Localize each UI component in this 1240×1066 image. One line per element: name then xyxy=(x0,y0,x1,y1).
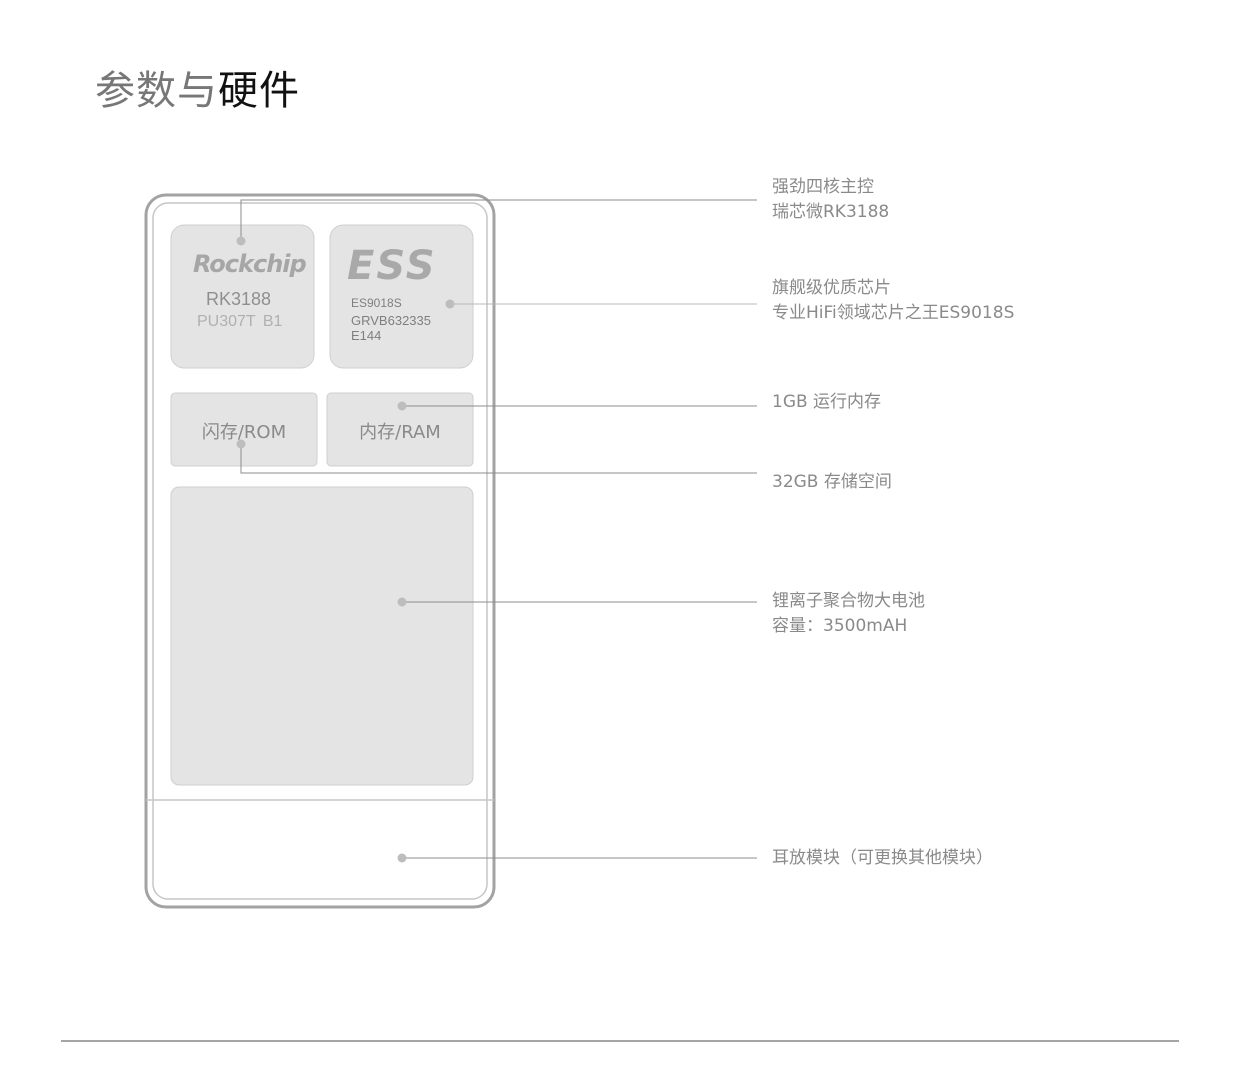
annotation-battery: 锂离子聚合物大电池 容量：3500mAH xyxy=(772,589,925,639)
leader-line-soc xyxy=(240,199,757,241)
ess-lot-code: GRVB632335 xyxy=(351,313,431,328)
ess-chip xyxy=(329,224,474,369)
device-inner-outline xyxy=(152,202,488,900)
rom-chip xyxy=(170,392,318,467)
annotation-soc-detail: 瑞芯微RK3188 xyxy=(772,202,890,222)
ess-date-code: E144 xyxy=(351,328,382,343)
title-part2: 硬件 xyxy=(218,68,300,114)
annotation-dac-detail: 专业HiFi领域芯片之王ES9018S xyxy=(772,303,1015,323)
annotation-battery-detail: 容量：3500mAH xyxy=(772,616,908,636)
dot-rom xyxy=(236,439,246,449)
annotation-soc: 强劲四核主控 瑞芯微RK3188 xyxy=(772,175,889,225)
page-title: 参数与硬件 xyxy=(95,58,300,116)
rom-label: 闪存/ROM xyxy=(201,422,287,443)
annotation-ram-title: 1GB 运行内存 xyxy=(772,392,882,412)
annotation-ram: 1GB 运行内存 xyxy=(772,390,881,415)
title-part1: 参数与 xyxy=(95,68,218,114)
annotation-amp: 耳放模块（可更换其他模块） xyxy=(772,846,993,871)
dot-dac xyxy=(445,299,455,309)
dot-ram xyxy=(397,401,407,411)
rockchip-logo: Rockchip xyxy=(193,250,307,278)
rockchip-batch: PU307T B1 xyxy=(197,313,283,330)
dot-amp xyxy=(397,853,407,863)
dot-soc xyxy=(236,236,246,246)
bottom-divider xyxy=(61,1040,1179,1042)
annotation-dac: 旗舰级优质芯片 专业HiFi领域芯片之王ES9018S xyxy=(772,276,1014,326)
ram-chip xyxy=(326,392,474,467)
ess-part-number: ES9018S xyxy=(351,296,402,310)
rockchip-chip xyxy=(170,224,315,369)
ess-logo: ESS xyxy=(347,243,437,289)
annotation-battery-title: 锂离子聚合物大电池 xyxy=(772,591,925,611)
annotation-dac-title: 旗舰级优质芯片 xyxy=(772,278,891,298)
battery-block xyxy=(170,486,474,786)
leader-line-rom xyxy=(240,444,757,474)
rockchip-model: RK3188 xyxy=(206,289,272,309)
dot-battery xyxy=(397,597,407,607)
ram-label: 内存/RAM xyxy=(359,422,441,443)
annotation-rom: 32GB 存储空间 xyxy=(772,470,892,495)
annotation-soc-title: 强劲四核主控 xyxy=(772,177,874,197)
annotation-rom-title: 32GB 存储空间 xyxy=(772,472,892,492)
annotation-amp-title: 耳放模块（可更换其他模块） xyxy=(772,848,993,868)
